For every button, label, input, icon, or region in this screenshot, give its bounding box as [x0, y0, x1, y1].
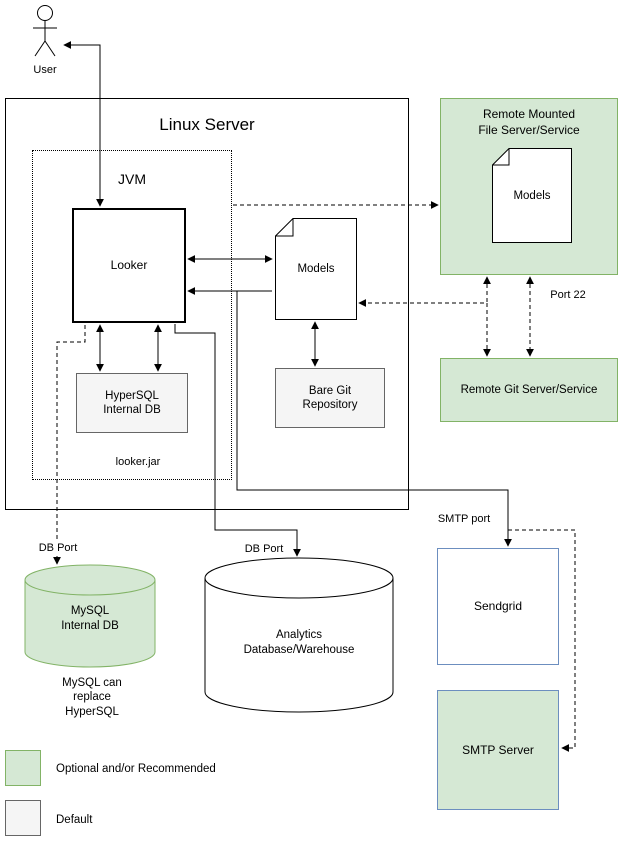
connector-remotegit-models — [358, 299, 491, 357]
user-actor-icon — [33, 5, 57, 57]
connector-sendgrid-smtpserver — [508, 529, 576, 752]
legend-label-optional: Optional and/or Recommended — [56, 763, 216, 775]
jvm-container: JVM — [32, 150, 232, 480]
legend-swatch-default — [5, 800, 41, 836]
sendgrid-node: Sendgrid — [437, 548, 559, 665]
connector-looker-analytics — [174, 324, 301, 557]
analytics-cylinder — [204, 557, 394, 713]
document-shape-icon — [492, 148, 572, 243]
smtp-server-node: SMTP Server — [437, 690, 559, 810]
analytics-db-label: Analytics Database/Warehouse — [243, 629, 355, 656]
smtp-port-label: SMTP port — [435, 513, 493, 525]
looker-node: Looker — [72, 208, 186, 323]
smtp-server-label: SMTP Server — [462, 742, 534, 757]
bare-git-label: Bare Git Repository — [302, 384, 358, 411]
user-label: User — [33, 64, 57, 76]
db-port-label-mysql: DB Port — [36, 542, 80, 554]
connector-looker-sendgrid — [236, 291, 512, 547]
bare-git-repository-node: Bare Git Repository — [275, 368, 385, 428]
looker-jar-label: looker.jar — [115, 456, 161, 468]
models-document: Models — [275, 218, 357, 320]
models-label: Models — [297, 263, 335, 275]
linux-server-title: Linux Server — [159, 115, 255, 134]
looker-label: Looker — [110, 258, 148, 272]
mysql-cylinder — [24, 564, 156, 668]
legend-label-default: Default — [56, 814, 93, 826]
hypersql-node: HyperSQL Internal DB — [76, 373, 188, 433]
hypersql-label: HyperSQL Internal DB — [103, 389, 161, 416]
mysql-note-label: MySQL can replace HyperSQL — [62, 677, 122, 718]
db-port-label-analytics: DB Port — [242, 543, 286, 555]
remote-git-label: Remote Git Server/Service — [460, 383, 598, 396]
connector-looker-mysql — [53, 325, 86, 565]
remote-models-document: Models — [492, 148, 572, 243]
linux-server-container: Linux Server — [5, 98, 409, 510]
port-22-label: Port 22 — [548, 289, 588, 301]
connector-looker-user — [63, 41, 104, 207]
remote-models-label: Models — [513, 189, 551, 202]
legend-swatch-optional — [5, 750, 41, 786]
mysql-db-label: MySQL Internal DB — [61, 605, 119, 632]
remote-file-server-title: Remote Mounted File Server/Service — [478, 107, 580, 137]
sendgrid-label: Sendgrid — [473, 599, 523, 613]
remote-git-server-node: Remote Git Server/Service — [440, 358, 618, 422]
document-shape-icon — [275, 218, 357, 320]
jvm-title: JVM — [118, 171, 146, 187]
